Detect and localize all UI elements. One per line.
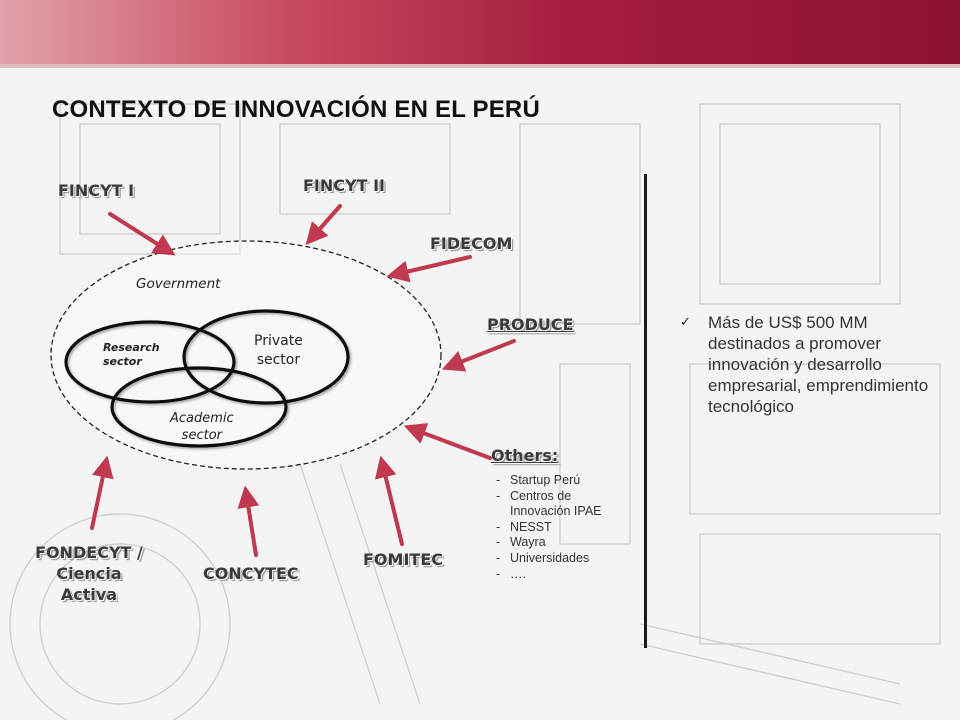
arrow-fincyt1	[108, 212, 176, 256]
arrow-produce	[441, 339, 516, 372]
government-dashed-ellipse	[50, 240, 442, 470]
slide-title: CONTEXTO DE INNOVACIÓN EN EL PERÚ	[52, 96, 540, 123]
arrow-fomitec	[374, 455, 404, 546]
academic-sector-label: Academic sector	[170, 411, 234, 443]
fidecom-label: FIDECOM	[430, 234, 513, 253]
investment-claim: ✓ Más de US$ 500 MM destinados a promove…	[680, 312, 930, 417]
list-item: NESST	[496, 520, 614, 536]
checkmark-icon: ✓	[680, 315, 691, 330]
list-item: Centros de Innovación IPAE	[496, 489, 614, 520]
arrow-fincyt2	[305, 204, 342, 245]
arrow-concytec	[237, 485, 260, 557]
government-label: Government	[136, 276, 221, 292]
list-item: Startup Perú	[496, 473, 614, 489]
others-label: Others:	[491, 446, 559, 465]
vertical-divider	[644, 174, 647, 648]
arrow-fondecyt	[90, 455, 114, 530]
research-sector-ellipse	[64, 320, 236, 404]
background-patent-drawing	[9, 103, 941, 720]
produce-label: PRODUCE	[487, 315, 574, 334]
concytec-label: CONCYTEC	[203, 564, 299, 583]
claim-text: Más de US$ 500 MM destinados a promover …	[708, 313, 929, 416]
academic-sector-ellipse	[110, 366, 288, 448]
arrow-others	[403, 423, 492, 460]
list-item: Wayra	[496, 535, 614, 551]
others-list: Startup Perú Centros de Innovación IPAE …	[496, 473, 614, 582]
list-item: Universidades	[496, 551, 614, 567]
private-sector-ellipse	[182, 309, 350, 405]
private-sector-label: Private sector	[254, 333, 303, 368]
fincyt2-label: FINCYT II	[303, 176, 385, 195]
header-banner	[0, 0, 960, 68]
fincyt1-label: FINCYT I	[58, 181, 135, 200]
list-item: ….	[496, 567, 614, 583]
fondecyt-label: FONDECYT / Ciencia Activa	[35, 543, 143, 604]
research-sector-label: Research sector	[103, 341, 160, 368]
arrow-fidecom	[386, 255, 472, 283]
fomitec-label: FOMITEC	[363, 550, 443, 569]
